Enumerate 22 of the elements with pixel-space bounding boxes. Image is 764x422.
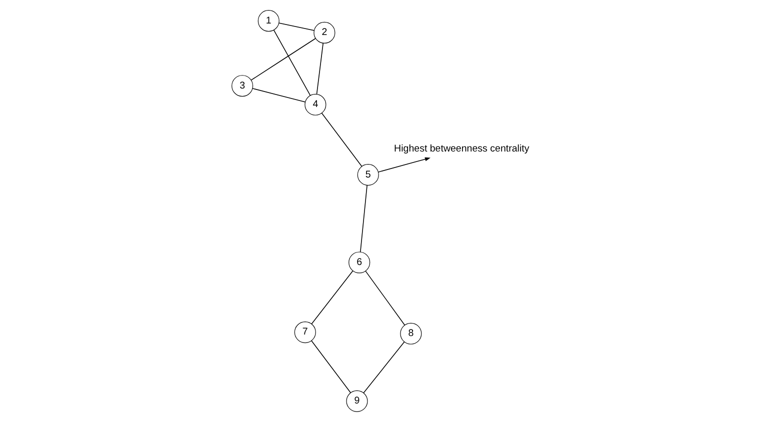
node-circle: 5 [356, 164, 378, 186]
connector [250, 38, 316, 81]
connector [364, 270, 405, 326]
connector [272, 30, 310, 96]
connector [362, 341, 404, 394]
connector [310, 270, 353, 324]
connector [360, 184, 367, 252]
node-circle: 9 [346, 390, 368, 412]
node-text: Highest betweenness centrality [394, 144, 529, 155]
connector [252, 88, 306, 102]
node-circle: 4 [304, 94, 326, 116]
connector [316, 42, 323, 95]
node-circle: 6 [348, 252, 370, 274]
connector [310, 340, 351, 394]
connector [278, 22, 314, 31]
node-circle: 3 [231, 75, 253, 97]
connector [320, 112, 362, 167]
node-circle: 1 [257, 10, 279, 32]
node-circle: 2 [313, 22, 335, 44]
node-circle: 8 [400, 322, 422, 344]
arrow [377, 157, 430, 172]
node-circle: 7 [294, 322, 316, 344]
